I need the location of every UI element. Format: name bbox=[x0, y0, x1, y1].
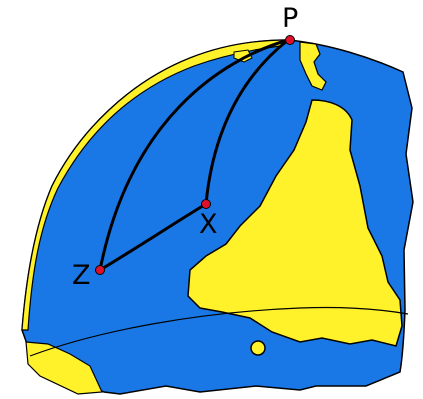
label-Z: Z bbox=[72, 260, 91, 291]
label-P: P bbox=[282, 3, 298, 34]
label-X: X bbox=[199, 209, 218, 240]
point-X bbox=[202, 200, 211, 209]
point-P bbox=[286, 36, 295, 45]
point-Z bbox=[96, 266, 105, 275]
small-circle-marker bbox=[251, 341, 265, 355]
